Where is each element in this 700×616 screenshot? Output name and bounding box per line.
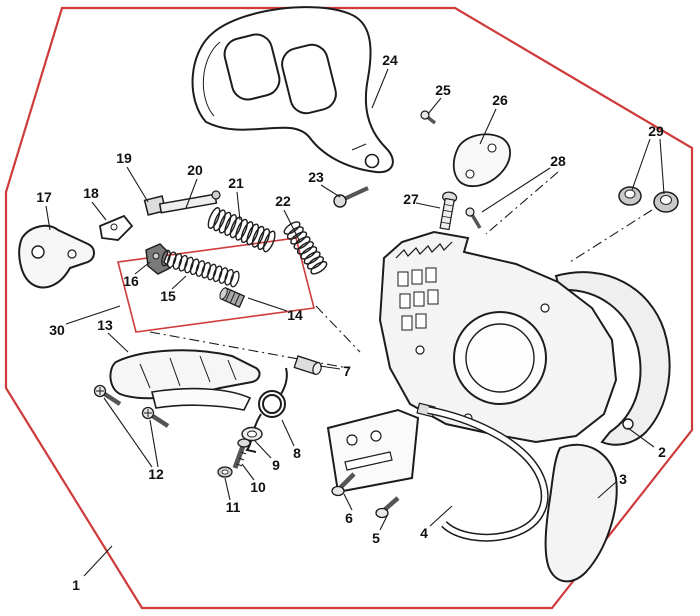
spring-21-drawing	[207, 207, 276, 253]
screw-6-drawing	[331, 472, 356, 497]
lever-rod-drawing	[143, 190, 221, 216]
part-label-26: 26	[492, 92, 508, 108]
part-label-5: 5	[372, 530, 380, 546]
highlight-box	[117, 237, 315, 333]
part-label-2: 2	[658, 444, 666, 460]
screw-25-drawing	[420, 110, 437, 125]
nuts-29-drawing	[618, 186, 679, 213]
clutch-cover-body-drawing	[378, 230, 671, 446]
screw-12b-drawing	[141, 406, 170, 428]
part-label-7: 7	[343, 363, 351, 379]
side-cover-drawing	[544, 443, 618, 583]
part-label-9: 9	[272, 457, 280, 473]
part-label-11: 11	[225, 499, 241, 515]
part-label-15: 15	[160, 288, 176, 304]
left-bracket-drawing	[18, 214, 134, 289]
spring-15-drawing	[161, 249, 240, 288]
chain-guard-drawing	[109, 349, 261, 411]
part-label-1: 1	[72, 577, 80, 593]
part-label-22: 22	[275, 193, 291, 209]
part-label-23: 23	[308, 169, 324, 185]
part-label-20: 20	[187, 162, 203, 178]
red-outline-polygon	[4, 6, 694, 610]
screw-12a-drawing	[93, 384, 122, 406]
part-label-4: 4	[420, 525, 428, 541]
part-label-3: 3	[619, 471, 627, 487]
plate-26-drawing	[452, 133, 511, 188]
part-label-24: 24	[382, 52, 398, 68]
part-label-30: 30	[49, 322, 65, 338]
bolt-27-drawing	[439, 191, 458, 231]
bolt-23-drawing	[333, 186, 369, 208]
part-label-8: 8	[293, 445, 301, 461]
spring-22-drawing	[283, 221, 328, 275]
fitting-16-drawing	[145, 243, 172, 275]
part-label-25: 25	[435, 82, 451, 98]
guide-plate-drawing	[326, 408, 420, 494]
part-label-27: 27	[403, 191, 419, 207]
cylinder-7-drawing	[293, 355, 322, 376]
hand-guard-drawing	[191, 6, 394, 174]
part-label-19: 19	[116, 150, 132, 166]
part-label-6: 6	[345, 510, 353, 526]
brake-band-drawing	[416, 402, 549, 542]
part-label-21: 21	[228, 175, 244, 191]
part-label-16: 16	[123, 273, 139, 289]
screw-10-drawing	[232, 438, 251, 469]
part-label-14: 14	[287, 307, 303, 323]
screw-5-drawing	[375, 496, 400, 519]
part-label-29: 29	[648, 123, 664, 139]
part-label-28: 28	[550, 153, 566, 169]
screw-28-drawing	[465, 207, 482, 229]
cylinder-14-drawing	[219, 287, 246, 308]
part-label-17: 17	[36, 189, 52, 205]
part-label-12: 12	[148, 466, 164, 482]
nut-11-drawing	[217, 466, 233, 478]
leader-lines	[45, 68, 665, 577]
part-label-10: 10	[250, 479, 266, 495]
part-label-18: 18	[83, 185, 99, 201]
washer-9-drawing	[241, 426, 263, 442]
part-label-13: 13	[97, 317, 113, 333]
